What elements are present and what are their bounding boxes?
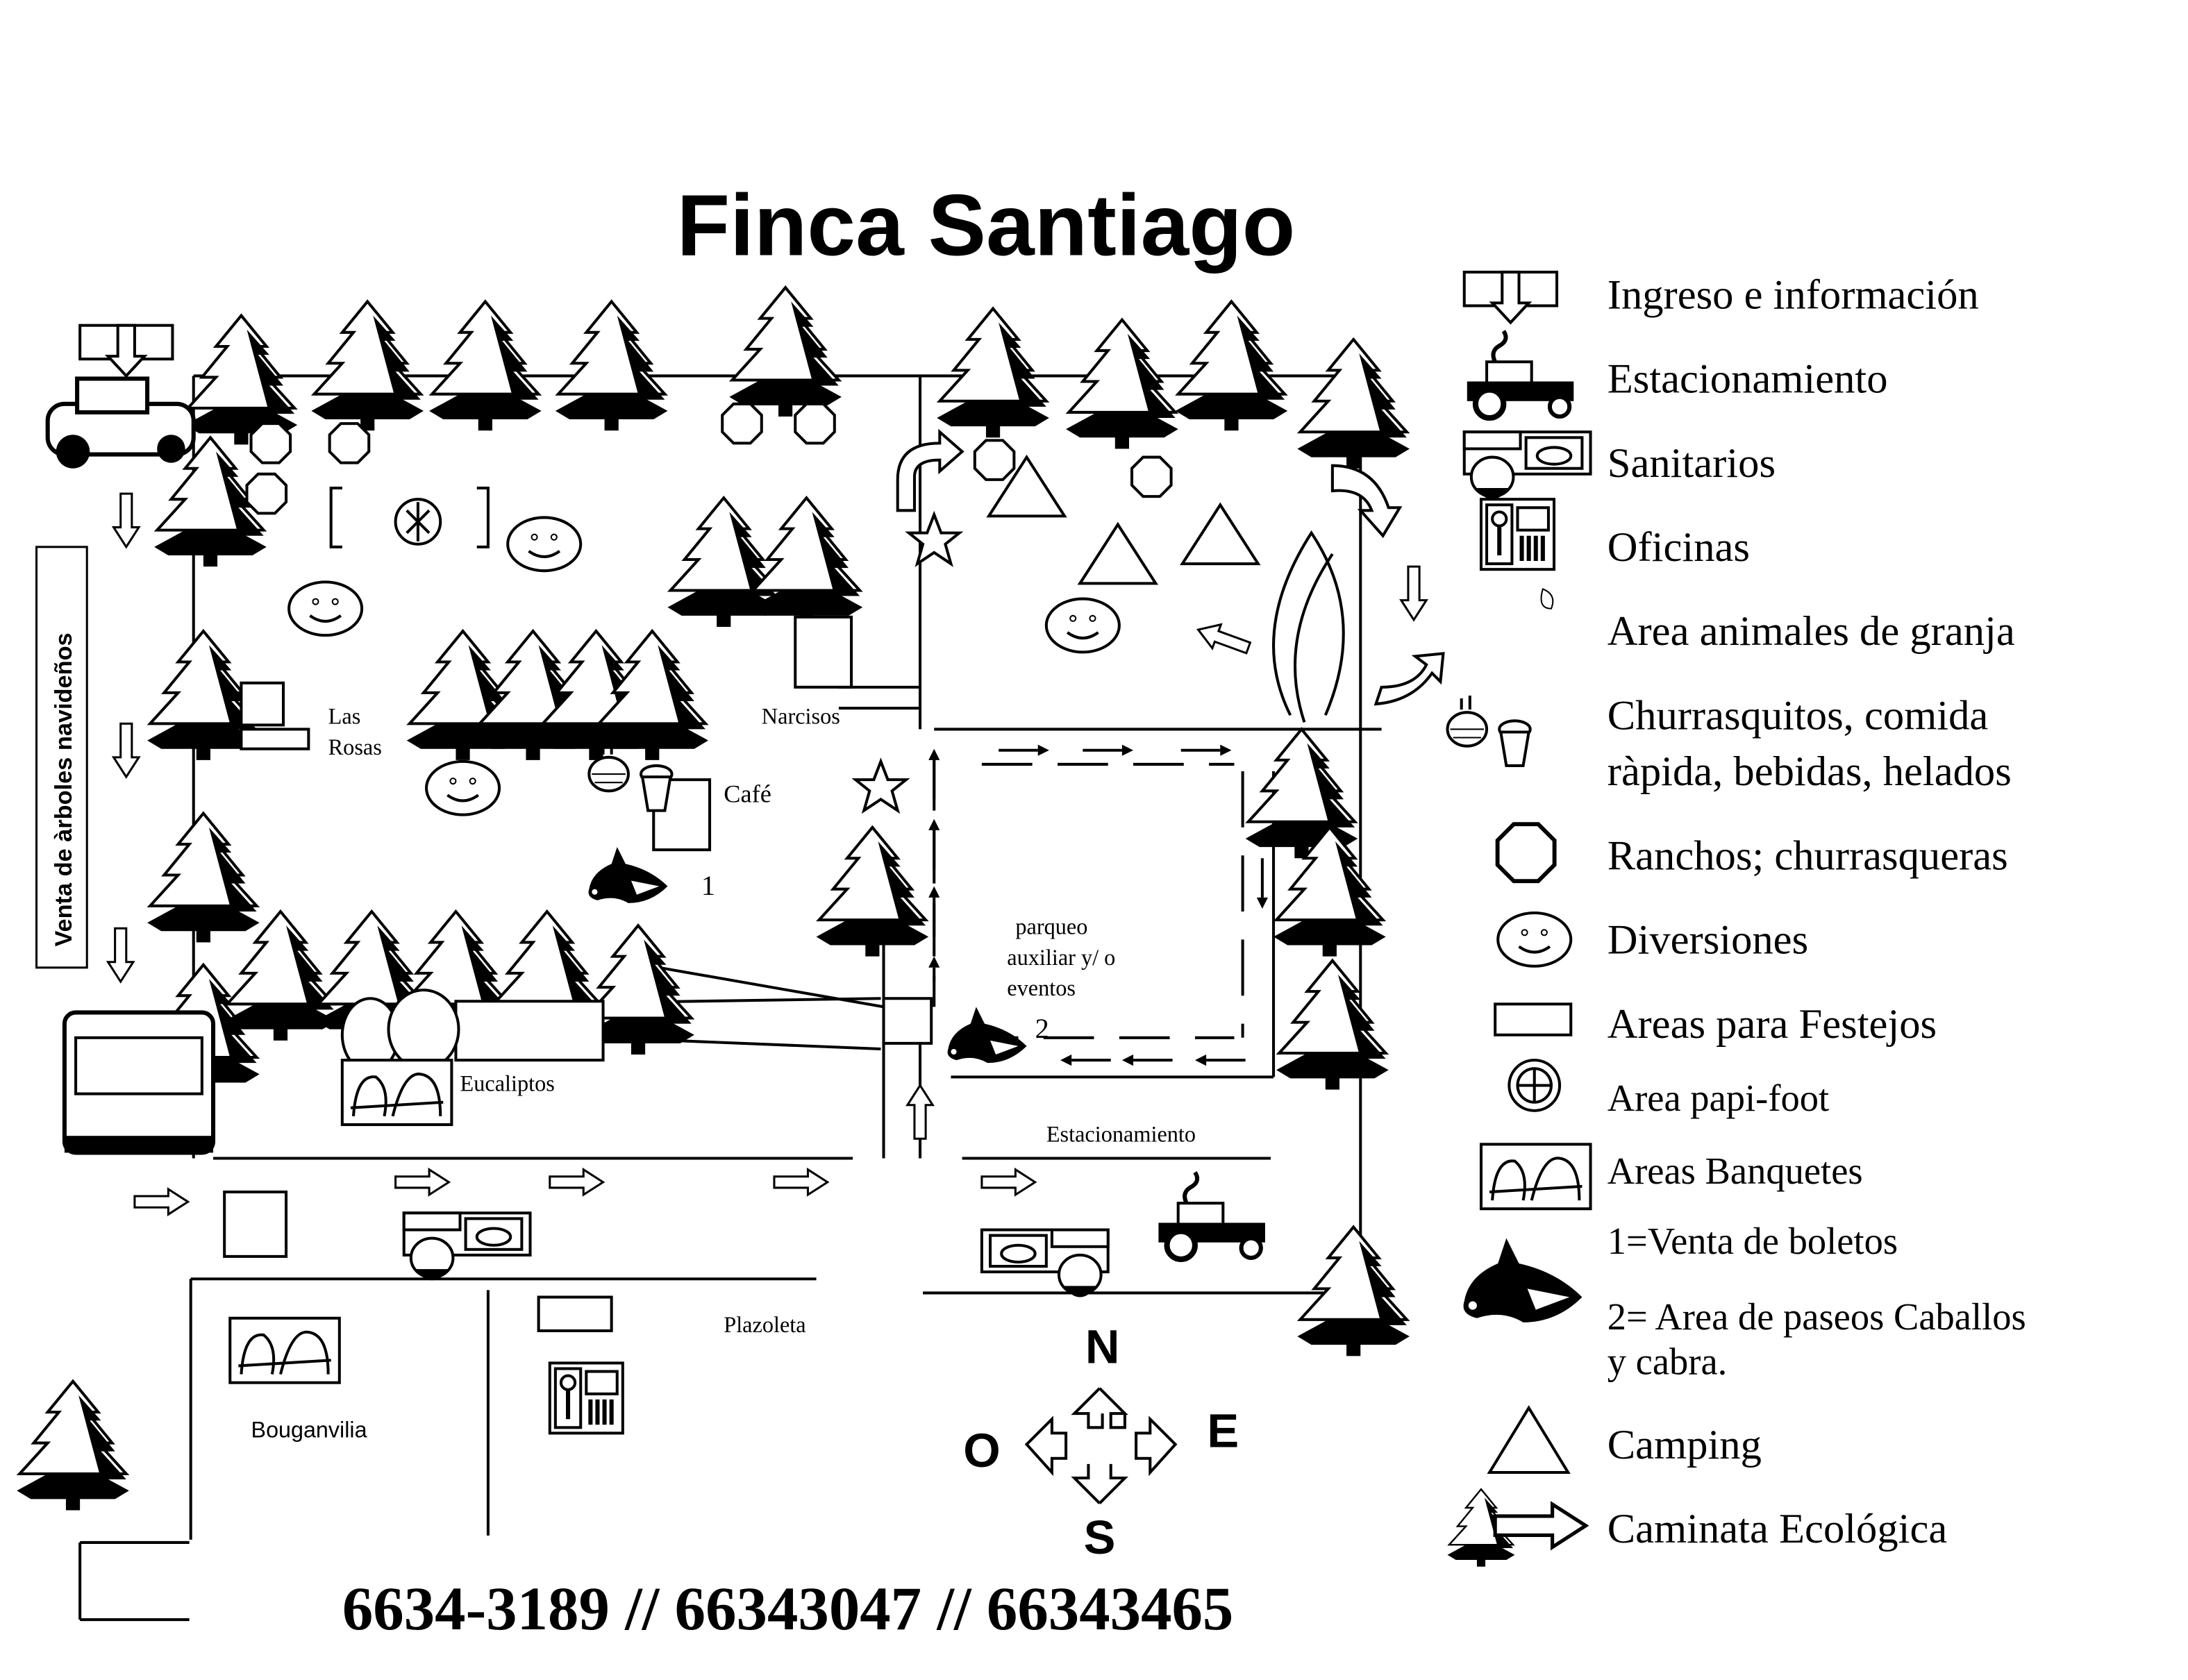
label-las-rosas: Las (328, 703, 361, 728)
trail-icon (1446, 1488, 1586, 1568)
legend-label: Diversiones (1607, 917, 1808, 964)
toilet-icon (1464, 432, 1591, 499)
legend-label: Estacionamiento (1607, 356, 1888, 403)
compass-north: N (1085, 1320, 1120, 1373)
legend-label: Area papi-foot (1607, 1077, 1829, 1119)
label-parqueo: auxiliar y/ o (1007, 945, 1115, 970)
food-icon (1448, 696, 1530, 766)
star-icon (909, 514, 960, 564)
map-title: Finca Santiago (677, 177, 1296, 274)
office-icon (1481, 499, 1554, 569)
label-parqueo: parqueo (1015, 914, 1087, 939)
banquet-icon (342, 1060, 452, 1125)
legend-label: Sanitarios (1607, 440, 1776, 487)
octagon-icon (1498, 824, 1555, 881)
entrance-icon (1464, 272, 1557, 323)
label-estacionamiento: Estacionamiento (1046, 1121, 1196, 1146)
legend-label: Areas para Festejos (1607, 1001, 1937, 1048)
christmas-tree-sale-banner: Venta de àrboles navideños (35, 546, 88, 969)
tractor-icon (1158, 1173, 1265, 1259)
car-icon (45, 376, 196, 469)
compass: N S E O (963, 1320, 1239, 1564)
festejo-areas (223, 615, 933, 1332)
star-icon (855, 762, 906, 811)
tractor-icon (1467, 331, 1574, 418)
toilet-icon (404, 1213, 531, 1280)
office-icon (550, 1363, 623, 1433)
label-horse-1: 1 (701, 870, 715, 901)
farm-animal-icon (1540, 588, 1554, 610)
label-cafe: Café (724, 780, 771, 807)
legend-label: ràpida, bebidas, helados (1607, 748, 2012, 795)
banner-text: Venta de àrboles navideños (51, 632, 77, 946)
legend-label: Oficinas (1607, 524, 1750, 571)
legend: Ingreso e información Estacionamiento Sa… (1446, 271, 2026, 1568)
banquet-icon (1481, 1144, 1591, 1209)
legend-label: 1=Venta de boletos (1607, 1220, 1898, 1262)
legend-label: Caminata Ecológica (1607, 1506, 1948, 1552)
bus-icon (62, 1010, 216, 1155)
horse-icon (588, 847, 668, 903)
legend-label: Camping (1607, 1422, 1762, 1468)
horse-icon (947, 1007, 1027, 1064)
legend-label: Churrasquitos, comida (1607, 692, 1989, 739)
ball-icon (1508, 1059, 1562, 1112)
legend-label: Ranchos; churrasqueras (1607, 832, 2008, 879)
compass-east: E (1207, 1404, 1239, 1458)
traffic-arrows (80, 326, 1445, 1216)
legend-label: Ingreso e información (1607, 271, 1979, 318)
legend-label: Areas Banquetes (1607, 1150, 1863, 1192)
smiley-icon (1498, 913, 1571, 966)
label-plazoleta: Plazoleta (724, 1312, 805, 1337)
banquet-icon (230, 1318, 340, 1383)
label-eucaliptos: Eucaliptos (460, 1071, 555, 1096)
horse-icon (1463, 1238, 1582, 1322)
label-bouganvilia: Bouganvilia (251, 1417, 367, 1442)
label-horse-2: 2 (1035, 1013, 1049, 1044)
camping-triangles (989, 457, 1258, 584)
compass-west: O (963, 1424, 1000, 1477)
compass-south: S (1084, 1511, 1116, 1564)
rectangle-icon (1494, 1002, 1573, 1036)
toilet-icon (982, 1230, 1108, 1297)
map-labels: Las Rosas Narcisos Café 1 2 parqueo auxi… (251, 703, 1196, 1442)
papi-foot-area (329, 486, 490, 548)
legend-label: 2= Area de paseos Caballos (1607, 1295, 2026, 1338)
triangle-icon (1487, 1405, 1571, 1474)
label-narcisos: Narcisos (762, 703, 840, 728)
label-parqueo: eventos (1007, 975, 1076, 1000)
legend-label: y cabra. (1607, 1341, 1728, 1383)
phone-numbers: 6634-3189 // 66343047 // 66343465 (342, 1575, 1234, 1643)
legend-label: Area animales de granja (1607, 608, 2015, 655)
label-las-rosas: Rosas (328, 734, 382, 759)
